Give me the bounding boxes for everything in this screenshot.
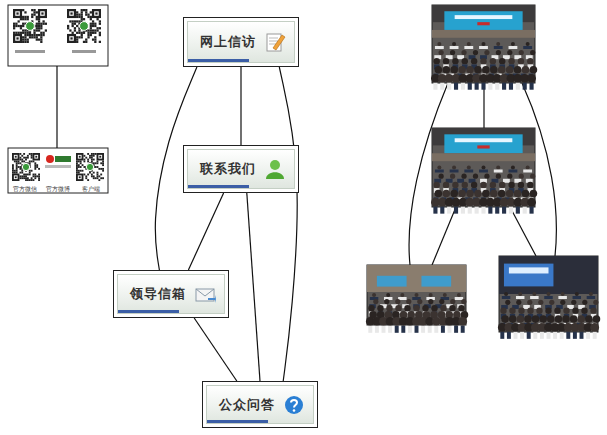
connector-line (240, 67, 241, 145)
caption-label: 官方微博 (46, 186, 70, 192)
menu-button-box: 联系我们 (183, 145, 299, 193)
button-face: 联系我们 (187, 149, 295, 189)
button-face: 网上信访 (187, 21, 295, 63)
connector-line (194, 318, 237, 381)
button-label: 领导信箱 (118, 285, 186, 303)
button-icon (283, 394, 305, 416)
connector-line (188, 193, 223, 270)
button-underline (188, 185, 249, 188)
qr-code-picture (8, 5, 108, 66)
link-line (56, 66, 57, 148)
qr-code-picture (8, 148, 108, 193)
caption-label: 客户端 (82, 186, 100, 192)
menu-button-box: 领导信箱 (113, 270, 229, 318)
button-underline (207, 420, 268, 423)
connector-line (279, 67, 297, 381)
link-line (409, 83, 556, 265)
meeting-photo (366, 5, 600, 339)
button-icon (194, 283, 216, 305)
button-label: 网上信访 (188, 33, 256, 51)
caption-label: 官方微信 (13, 186, 37, 192)
menu-button-box: 公众问答 (202, 381, 318, 428)
menu-button-box: 网上信访 (183, 17, 299, 67)
button-underline (118, 310, 179, 313)
button-face: 领导信箱 (117, 274, 225, 314)
button-icon (264, 158, 286, 180)
button-label: 公众问答 (207, 396, 275, 414)
button-underline (188, 59, 249, 62)
connector-line (247, 193, 260, 381)
button-label: 联系我们 (188, 160, 256, 178)
button-face: 公众问答 (206, 385, 314, 424)
button-icon (264, 31, 286, 53)
